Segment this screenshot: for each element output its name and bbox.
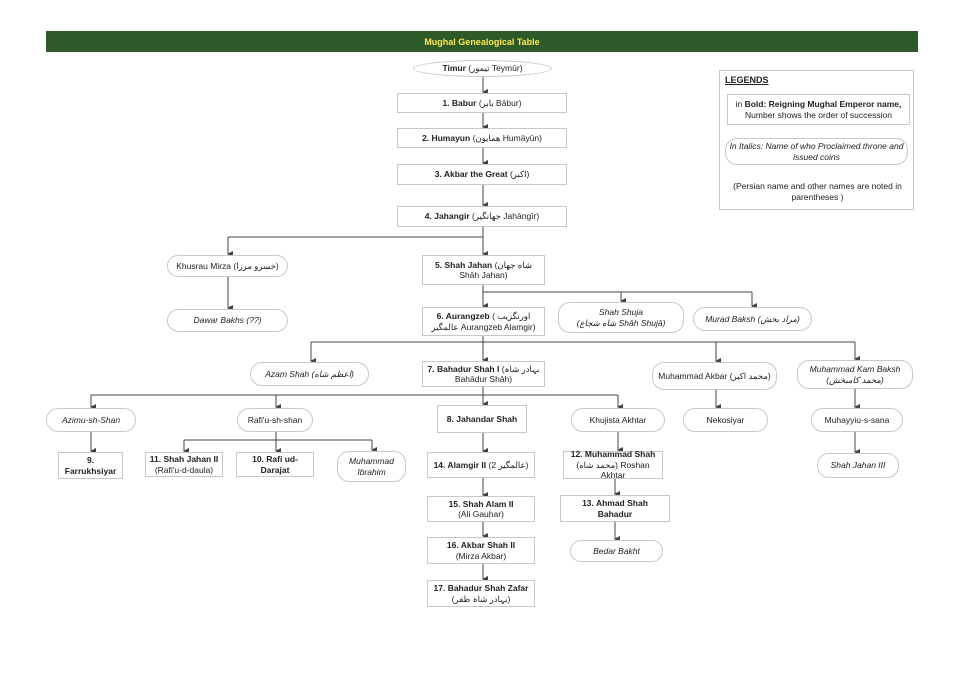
node-rafiushan: Rafi'u-sh-shan (237, 408, 313, 432)
node-farrukhsiyar: 9. Farrukhsiyar (58, 452, 123, 479)
legend-bold-sample: in Bold: Reigning Mughal Emperor name, N… (727, 94, 910, 125)
node-bedar-bakht: Bedar Bakht (570, 540, 663, 562)
node-timur: Timur (تیمور Teymūr) (413, 60, 552, 77)
node-rafi-ud-darajat: 10. Rafi ud-Darajat (236, 452, 314, 477)
node-jahangir: 4. Jahangir (جهانگیر Jahāngīr) (397, 206, 567, 227)
node-azimu: Azimu-sh-Shan (46, 408, 136, 432)
node-azam: Azam Shah (اعظم شاه) (250, 362, 369, 386)
node-babur: 1. Babur (بابر Bābur) (397, 93, 567, 113)
node-bahadur-shah-1: 7. Bahadur Shah I (بہادر شاہ Bahādur Shā… (422, 361, 545, 387)
legend-box: LEGENDS in Bold: Reigning Mughal Emperor… (719, 70, 914, 210)
node-alamgir-2: 14. Alamgir II (عالمگیر 2) (427, 452, 535, 478)
node-khusrau: Khusrau Mirza (خسرو مرزا) (167, 255, 288, 277)
node-aurangzeb: 6. Aurangzeb ( اورنگزیب عالمگیر Aurangze… (422, 307, 545, 336)
node-shah-alam-2: 15. Shah Alam II(Ali Gauhar) (427, 496, 535, 522)
node-muhammad-shah: 12. Muhammad Shah(محمد شاه) Roshan Akhta… (563, 449, 663, 480)
node-muhammad-akbar: Muhammad Akbar (محمد اکبر) (652, 362, 777, 390)
node-kam-baksh: Muhammad Kam Baksh(محمد کامبخش) (797, 360, 913, 389)
legend-italic-sample: In Italics: Name of who Proclaimed thron… (725, 138, 908, 165)
node-shah-jahan-3: Shah Jahan III (817, 453, 899, 478)
node-murad: Murad Baksh (مراد بخش) (693, 307, 812, 331)
node-akbar: 3. Akbar the Great (اکبر) (397, 164, 567, 185)
node-akbar-shah-2: 16. Akbar Shah II(Mirza Akbar) (427, 537, 535, 564)
node-bahadur-shah-zafar: 17. Bahadur Shah Zafar(بہادر شاہ ظفر) (427, 580, 535, 607)
node-shah-jahan-2: 11. Shah Jahan II(Rafi'u-d-daula) (145, 452, 223, 477)
node-dawar: Dawar Bakhs (??) (167, 309, 288, 332)
node-shah-shuja: Shah Shuja(شاه شجاع Shāh Shujā) (558, 302, 684, 333)
node-humayun: 2. Humayun (همایون Humāyūn) (397, 128, 567, 148)
node-muhayyiu: Muhayyiu-s-sana (811, 408, 903, 432)
node-jahandar: 8. Jahandar Shah (437, 405, 527, 433)
legend-heading: LEGENDS (725, 75, 769, 85)
legend-note: (Persian name and other names are noted … (733, 181, 902, 202)
node-ibrahim: Muhammad Ibrahim (337, 451, 406, 482)
node-nekosiyar: Nekosiyar (683, 408, 768, 432)
diagram-title: Mughal Genealogical Table (46, 31, 918, 52)
node-khujista: Khujista Akhtar (571, 408, 665, 432)
node-ahmad-shah: 13. Ahmad Shah Bahadur (560, 495, 670, 522)
node-shah-jahan: 5. Shah Jahan (شاه جهان Shāh Jahan) (422, 255, 545, 285)
